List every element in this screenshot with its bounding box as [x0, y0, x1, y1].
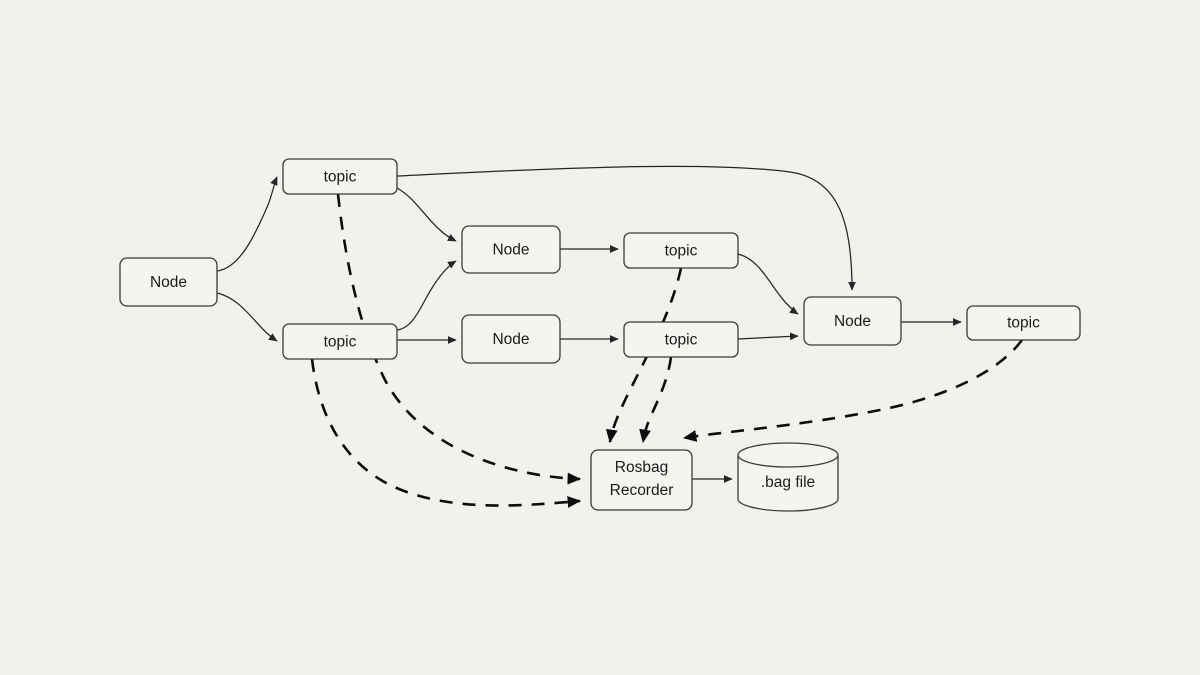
topic-mid-upper-box[interactable]	[623, 232, 739, 269]
edge-topic-bot-left-to-node-mid-upper	[396, 260, 457, 331]
topic-mid-upper[interactable]: topic	[623, 232, 739, 269]
node-right[interactable]: Node	[803, 296, 902, 346]
topic-mid-lower[interactable]: topic	[623, 321, 739, 358]
node-source-box[interactable]	[119, 257, 218, 307]
bag-file-label: .bag file	[761, 474, 815, 491]
topic-top-left[interactable]: topic	[282, 158, 398, 195]
edge-topic-right-to-rosbag-dashed	[682, 339, 1024, 442]
edge-topic-top-left-to-rosbag-dashed	[336, 193, 582, 485]
topic-bot-left[interactable]: topic	[282, 323, 398, 360]
bag-file[interactable]: .bag file	[737, 442, 839, 512]
node-source-label: Node	[150, 274, 187, 291]
topic-right[interactable]: topic	[966, 305, 1081, 341]
node-mid-lower[interactable]: Node	[461, 314, 561, 364]
rosbag-recorder-label-line1: Rosbag	[615, 459, 668, 476]
topic-right-label: topic	[1007, 315, 1040, 332]
topic-top-left-box[interactable]	[282, 158, 398, 195]
topic-mid-upper-label: topic	[665, 243, 698, 260]
bag-file-cylinder-top	[737, 442, 839, 468]
topic-mid-lower-label: topic	[665, 332, 698, 349]
node-right-label: Node	[834, 313, 871, 330]
bag-file-cylinder-body[interactable]	[737, 454, 839, 512]
rosbag-recorder-label-line2: Recorder	[610, 482, 674, 499]
rosbag-recorder[interactable]: Rosbag Recorder	[590, 449, 693, 511]
nodes-layer: Node topic topic Node Node	[119, 158, 1081, 512]
edge-node-source-to-topic-top-left	[216, 176, 278, 272]
node-mid-lower-box[interactable]	[461, 314, 561, 364]
topic-right-box[interactable]	[966, 305, 1081, 341]
edge-topic-mid-lower-to-rosbag-dashed	[639, 356, 673, 444]
topic-bot-left-box[interactable]	[282, 323, 398, 360]
edge-topic-mid-upper-to-node-right	[737, 253, 799, 315]
node-mid-upper[interactable]: Node	[461, 225, 561, 274]
node-source[interactable]: Node	[119, 257, 218, 307]
edge-topic-top-left-to-node-right	[396, 165, 856, 291]
rosbag-recorder-box[interactable]	[590, 449, 693, 511]
solid-edges-layer	[216, 165, 962, 483]
dashed-edges-layer	[310, 193, 1024, 508]
edge-node-source-to-topic-bot-left	[216, 292, 278, 342]
edge-topic-mid-lower-to-node-right	[737, 332, 799, 341]
edge-topic-bot-left-to-rosbag-dashed	[310, 358, 582, 508]
topic-bot-left-label: topic	[324, 334, 357, 351]
topic-top-left-label: topic	[324, 169, 357, 186]
node-mid-upper-label: Node	[492, 242, 529, 259]
edge-topic-mid-upper-to-rosbag-dashed	[605, 267, 683, 444]
edge-topic-top-left-to-node-mid-upper	[396, 187, 457, 242]
node-right-box[interactable]	[803, 296, 902, 346]
node-mid-upper-box[interactable]	[461, 225, 561, 274]
node-mid-lower-label: Node	[492, 331, 529, 348]
topic-mid-lower-box[interactable]	[623, 321, 739, 358]
